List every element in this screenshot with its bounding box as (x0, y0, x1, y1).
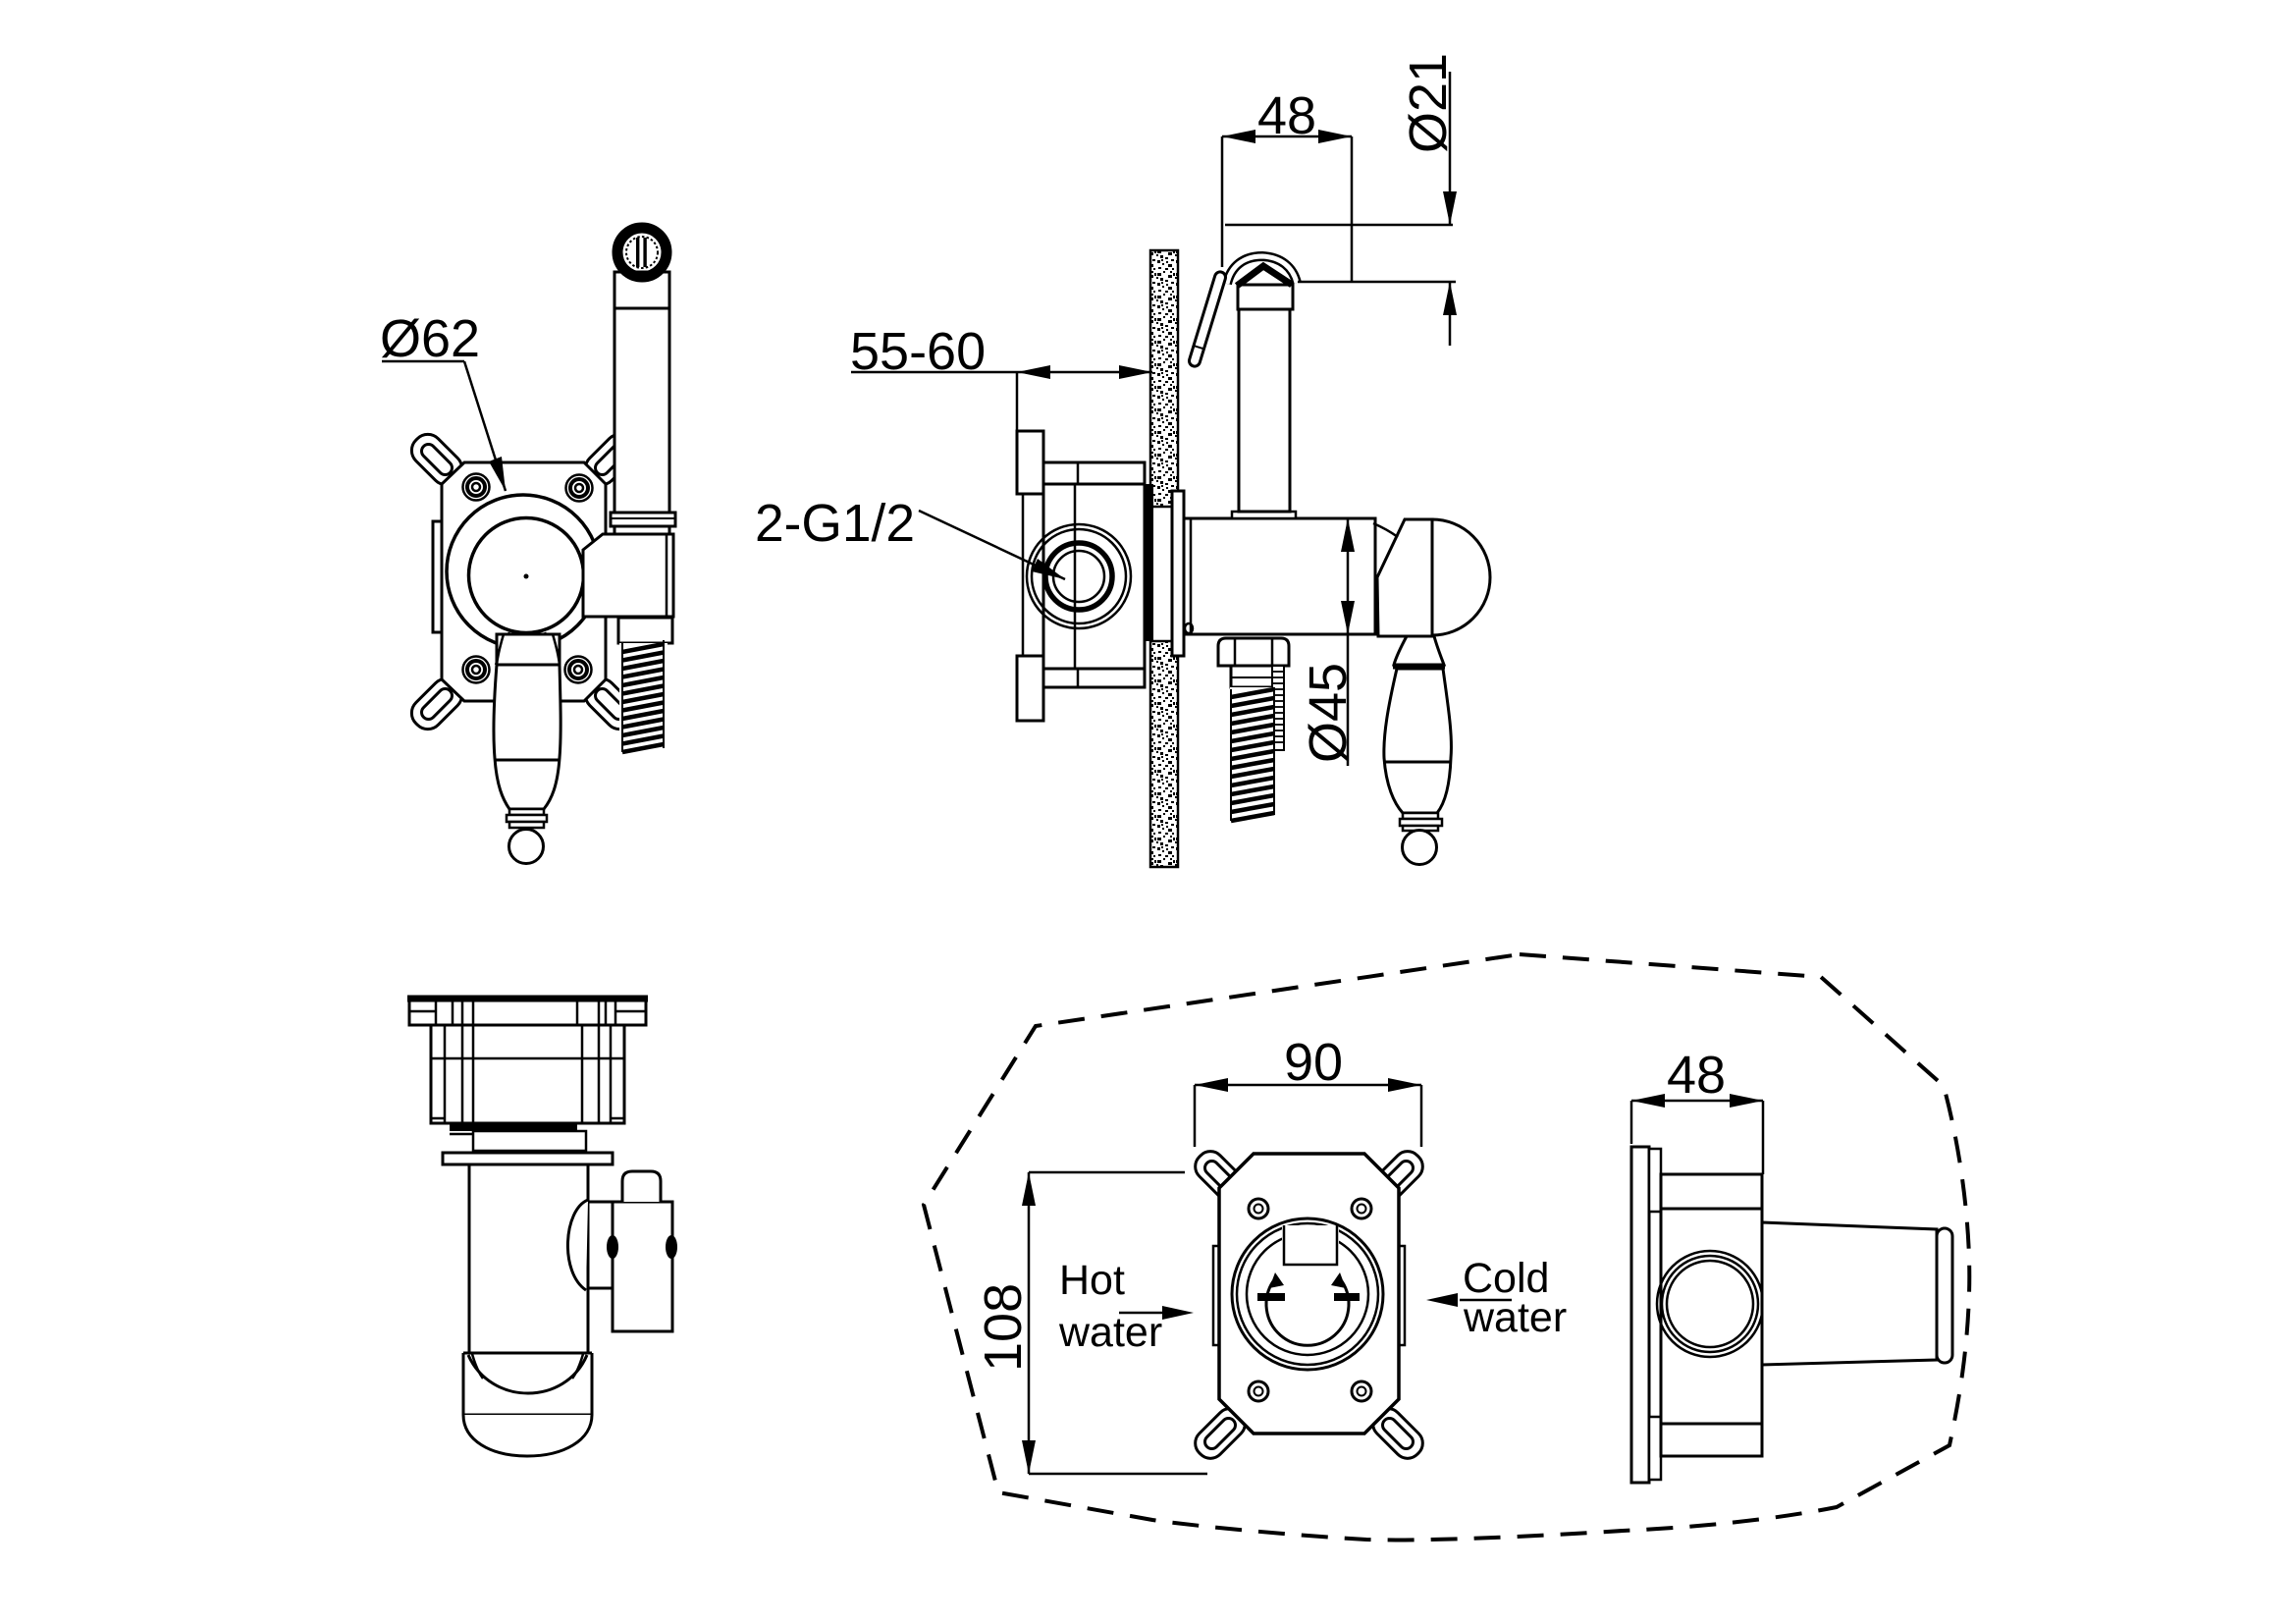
svg-text:Cold: Cold (1463, 1255, 1549, 1302)
svg-text:2-G1/2: 2-G1/2 (755, 494, 915, 553)
svg-text:Ø21: Ø21 (1399, 53, 1458, 153)
svg-text:Ø45: Ø45 (1299, 663, 1358, 763)
svg-text:Ø62: Ø62 (380, 309, 480, 368)
svg-text:48: 48 (1257, 86, 1316, 145)
svg-text:water: water (1058, 1309, 1162, 1356)
svg-text:90: 90 (1284, 1033, 1343, 1092)
svg-text:Hot: Hot (1059, 1257, 1125, 1304)
svg-text:water: water (1463, 1294, 1567, 1341)
svg-text:55-60: 55-60 (850, 322, 986, 381)
svg-text:108: 108 (974, 1283, 1033, 1372)
svg-text:48: 48 (1667, 1046, 1726, 1105)
